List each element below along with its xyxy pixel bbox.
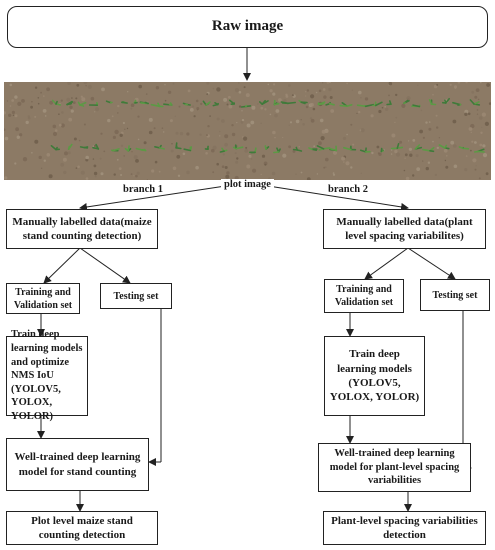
branch1-training-box: Training and Validation set bbox=[6, 283, 80, 314]
branch2-trained-model-box: Well-trained deep learning model for pla… bbox=[318, 443, 471, 492]
maize-seedling bbox=[240, 104, 252, 108]
branch1-labelled-data-text: Manually labelled data(maize stand count… bbox=[12, 215, 152, 242]
maize-seedling bbox=[441, 97, 451, 104]
maize-seedling bbox=[92, 143, 100, 150]
branch1-result-box: Plot level maize stand counting detectio… bbox=[6, 511, 158, 545]
maize-seedling bbox=[403, 99, 410, 105]
maize-seedling bbox=[422, 146, 435, 153]
maize-seedling bbox=[325, 101, 335, 106]
maize-seedling bbox=[273, 99, 280, 106]
maize-seedling bbox=[163, 102, 173, 106]
maize-seedling bbox=[182, 102, 191, 106]
maize-seedling bbox=[219, 147, 228, 153]
field-photo bbox=[4, 82, 491, 180]
branch1-train-models-text: Train deep learning models and optimize … bbox=[11, 329, 83, 423]
branch1-testing-text: Testing set bbox=[113, 290, 159, 302]
plot-image-label: plot image bbox=[221, 179, 274, 190]
branch-1-label: branch 1 bbox=[123, 184, 163, 195]
maize-seedling bbox=[150, 102, 164, 108]
maize-seedling bbox=[121, 101, 128, 104]
maize-seedling bbox=[212, 101, 219, 107]
maize-seedling bbox=[232, 144, 244, 150]
branch1-labelled-data-box: Manually labelled data(maize stand count… bbox=[6, 209, 158, 249]
maize-seedling bbox=[380, 147, 384, 153]
maize-seedling bbox=[51, 99, 62, 106]
maize-seedling bbox=[469, 99, 481, 106]
maize-seedling bbox=[135, 147, 147, 152]
raw-image-box: Raw image bbox=[7, 6, 488, 48]
maize-seedling bbox=[280, 101, 297, 105]
maize-seedling bbox=[259, 99, 269, 106]
maize-seedling bbox=[202, 100, 211, 106]
branch1-testing-box: Testing set bbox=[100, 283, 172, 309]
maize-seedling bbox=[316, 145, 331, 151]
maize-seedling bbox=[66, 100, 74, 106]
branch2-testing-text: Testing set bbox=[432, 289, 478, 301]
maize-seedling bbox=[183, 146, 193, 152]
maize-seedling bbox=[77, 101, 87, 107]
branch2-result-text: Plant-level spacing variabilities detect… bbox=[331, 514, 478, 541]
maize-seedling bbox=[317, 101, 326, 106]
branch2-trained-model-text: Well-trained deep learning model for pla… bbox=[329, 448, 460, 487]
maize-seedling bbox=[154, 144, 165, 150]
maize-seedling bbox=[111, 148, 120, 152]
branch2-labelled-data-box: Manually labelled data(plant level spaci… bbox=[323, 209, 486, 249]
maize-seedling bbox=[390, 142, 404, 150]
maize-seedling bbox=[452, 101, 462, 106]
maize-seedling bbox=[458, 146, 470, 150]
maize-seedling bbox=[386, 100, 392, 106]
maize-seedling bbox=[139, 101, 149, 105]
branch2-training-box: Training and Validation set bbox=[324, 279, 404, 313]
maize-seedling bbox=[428, 98, 437, 106]
maize-seedling bbox=[298, 99, 308, 105]
maize-seedling bbox=[308, 147, 318, 151]
maize-seedling bbox=[359, 147, 371, 153]
maize-seedling bbox=[133, 99, 138, 104]
branch2-train-models-text: Train deep learning models (YOLOV5, YOLO… bbox=[329, 348, 420, 404]
maize-seedling bbox=[124, 145, 132, 152]
maize-seedling bbox=[414, 144, 423, 150]
branch1-training-text: Training and Validation set bbox=[13, 286, 73, 311]
branch1-result-text: Plot level maize stand counting detectio… bbox=[31, 514, 133, 541]
maize-seedling bbox=[292, 146, 303, 152]
branch1-trained-model-box: Well-trained deep learning model for sta… bbox=[6, 438, 149, 491]
maize-seedling bbox=[229, 99, 235, 106]
branch1-train-models-box: Train deep learning models and optimize … bbox=[6, 329, 88, 422]
maize-seedling bbox=[339, 101, 353, 108]
raw-image-title: Raw image bbox=[211, 18, 284, 35]
maize-seedling bbox=[88, 101, 99, 107]
maize-seedling bbox=[473, 148, 485, 153]
maize-seedling bbox=[105, 100, 113, 104]
branch-2-label: branch 2 bbox=[328, 184, 368, 195]
field-photo-plants bbox=[4, 82, 491, 180]
maize-seedling bbox=[264, 145, 270, 150]
maize-seedling bbox=[411, 104, 421, 108]
branch2-train-models-box: Train deep learning models (YOLOV5, YOLO… bbox=[324, 336, 425, 416]
branch2-result-box: Plant-level spacing variabilities detect… bbox=[323, 511, 486, 545]
maize-seedling bbox=[79, 146, 89, 149]
maize-seedling bbox=[50, 144, 61, 151]
maize-seedling bbox=[342, 145, 357, 151]
branch2-training-text: Training and Validation set bbox=[334, 284, 394, 308]
maize-seedling bbox=[372, 101, 383, 107]
maize-seedling bbox=[204, 145, 209, 150]
branch2-testing-box: Testing set bbox=[420, 279, 490, 311]
branch2-labelled-data-text: Manually labelled data(plant level spaci… bbox=[336, 215, 473, 242]
maize-seedling bbox=[438, 144, 450, 150]
maize-seedling bbox=[67, 143, 73, 150]
branch1-trained-model-text: Well-trained deep learning model for sta… bbox=[14, 451, 141, 478]
maize-seedling bbox=[249, 147, 257, 154]
maize-seedling bbox=[356, 103, 375, 108]
maize-seedling bbox=[329, 145, 338, 152]
maize-seedling bbox=[175, 142, 182, 150]
maize-seedling bbox=[273, 147, 281, 154]
